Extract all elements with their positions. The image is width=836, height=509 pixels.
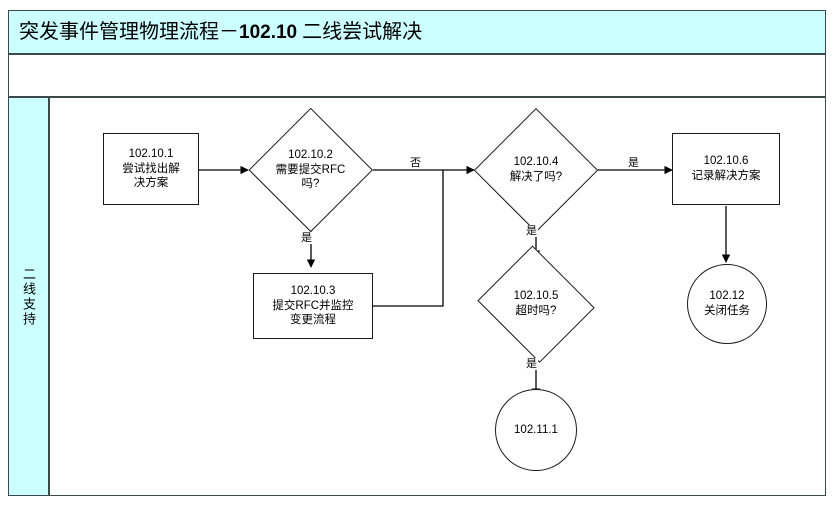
node-102-12-label: 102.12 关闭任务 xyxy=(704,290,750,317)
page-title: 突发事件管理物理流程－102.10 二线尝试解决 xyxy=(9,21,422,44)
edge-label-yes-2-to-3: 是 xyxy=(300,232,313,245)
node-102-11-1-label: 102.11.1 xyxy=(514,423,558,436)
node-102-10-1[interactable]: 102.10.1 尝试找出解 决方案 xyxy=(103,133,199,205)
swimlane-label: 二线支持 xyxy=(21,266,36,327)
swimlane-header: 二线支持 xyxy=(8,97,49,496)
title-suffix: 二线尝试解决 xyxy=(297,20,423,43)
node-102-12[interactable]: 102.12 关闭任务 xyxy=(687,264,767,344)
title-code: 102.10 xyxy=(239,21,298,43)
node-102-10-4-label: 102.10.4 解决了吗? xyxy=(509,156,563,183)
edge-label-yes-4-to-6: 是 xyxy=(627,157,640,170)
edge-label-yes-5-to-11-1: 是 xyxy=(525,358,538,371)
node-102-10-4[interactable]: 102.10.4 解决了吗? xyxy=(474,108,598,232)
diagram-title-bar: 突发事件管理物理流程－102.10 二线尝试解决 xyxy=(8,10,826,54)
node-102-10-5-label: 102.10.5 超时吗? xyxy=(513,290,559,317)
node-102-10-3[interactable]: 102.10.3 提交RFC并监控 变更流程 xyxy=(253,273,373,339)
node-102-10-5[interactable]: 102.10.5 超时吗? xyxy=(474,245,598,363)
edge-label-yes-4-to-5: 是 xyxy=(525,225,538,238)
node-102-10-2[interactable]: 102.10.2 需要提交RFC 吗? xyxy=(248,107,373,233)
title-prefix: 突发事件管理物理流程－ xyxy=(19,20,239,43)
node-102-10-2-label: 102.10.2 需要提交RFC 吗? xyxy=(275,148,346,191)
node-102-10-3-label: 102.10.3 提交RFC并监控 变更流程 xyxy=(272,284,354,327)
node-102-10-1-label: 102.10.1 尝试找出解 决方案 xyxy=(122,147,180,190)
edge-label-no-2-to-4: 否 xyxy=(409,157,422,170)
node-102-11-1[interactable]: 102.11.1 xyxy=(495,389,577,471)
node-102-10-6-label: 102.10.6 记录解决方案 xyxy=(691,155,761,182)
diagram-subheader-bar xyxy=(8,54,826,97)
node-102-10-6[interactable]: 102.10.6 记录解决方案 xyxy=(672,133,780,205)
